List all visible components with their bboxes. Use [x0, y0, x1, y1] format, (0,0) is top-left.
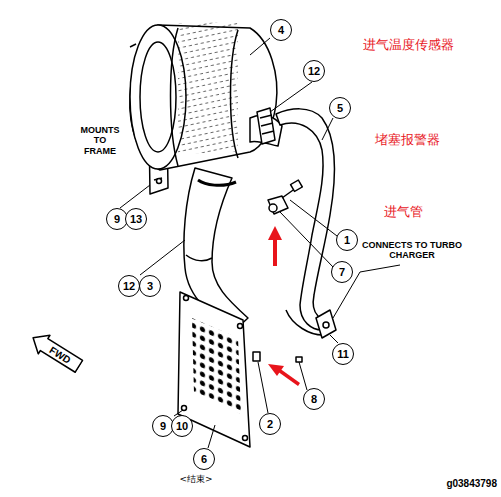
callout-number: 5: [329, 97, 351, 119]
callout-text: 4: [278, 24, 284, 36]
callout-text: 10: [176, 420, 188, 432]
callout-number: 4: [270, 19, 292, 41]
callout-number: 3: [139, 275, 161, 297]
callout-text: 12: [308, 65, 320, 77]
callout-text: 3: [147, 280, 153, 292]
mount-note: MOUNTS TO FRAME: [81, 125, 120, 156]
alarm-label: 堵塞报警器: [375, 131, 440, 149]
callout-number: 8: [303, 388, 325, 410]
callout-number: 1: [336, 229, 358, 251]
callout-text: 9: [160, 420, 166, 432]
callout-text: 9: [114, 213, 120, 225]
callout-text: 11: [337, 348, 349, 360]
forward-arrow: FWD: [26, 327, 86, 377]
callout-text: 12: [123, 280, 135, 292]
callout-number: 10: [171, 415, 193, 437]
figure-code: g03843798: [446, 478, 497, 489]
callout-text: 5: [337, 102, 343, 114]
callout-text: 6: [201, 453, 207, 465]
callout-number: 7: [331, 261, 353, 283]
callout-text: 7: [339, 266, 345, 278]
callout-number: 2: [259, 413, 281, 435]
callout-text: 2: [267, 418, 273, 430]
end-mark: <结束>: [179, 473, 212, 486]
callout-number: 6: [193, 448, 215, 470]
turbo-note: CONNECTS TO TURBO CHARGER: [357, 240, 467, 261]
callout-text: 8: [311, 393, 317, 405]
callout-number: 12: [118, 275, 140, 297]
pipe-label: 进气管: [384, 203, 423, 221]
callout-number: 11: [332, 343, 354, 365]
callout-number: 12: [303, 60, 325, 82]
callout-number: 13: [125, 208, 147, 230]
sensor-label: 进气温度传感器: [363, 36, 454, 54]
callout-text: 1: [344, 234, 350, 246]
callout-text: 13: [130, 213, 142, 225]
